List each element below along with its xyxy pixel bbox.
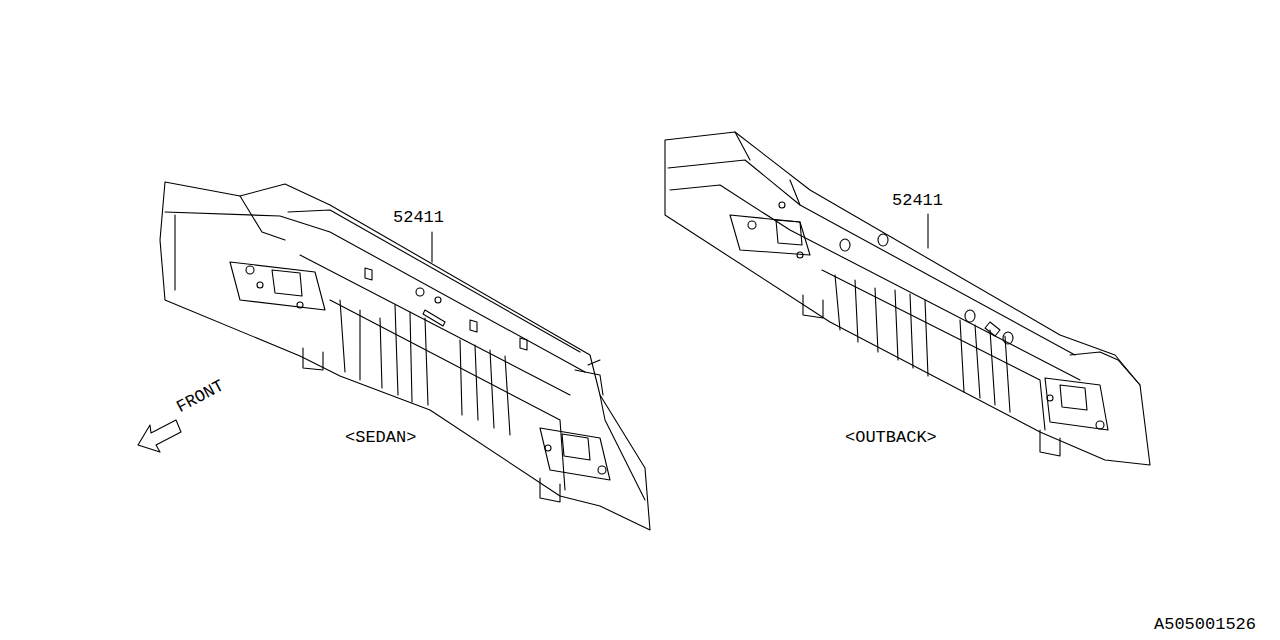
drawing-number: A505001526 bbox=[1152, 615, 1258, 634]
direction-label: FRONT bbox=[172, 375, 229, 418]
callout-number: 52411 bbox=[890, 191, 945, 210]
view-label: <SEDAN> bbox=[343, 428, 418, 447]
sedan-rear-panel bbox=[160, 182, 650, 530]
leader-line bbox=[431, 232, 432, 262]
front-arrow bbox=[138, 420, 181, 452]
outback-rear-panel bbox=[665, 132, 1150, 465]
view-label: <OUTBACK> bbox=[843, 428, 939, 447]
callout-number: 52411 bbox=[391, 208, 446, 227]
leader-line bbox=[927, 214, 928, 248]
